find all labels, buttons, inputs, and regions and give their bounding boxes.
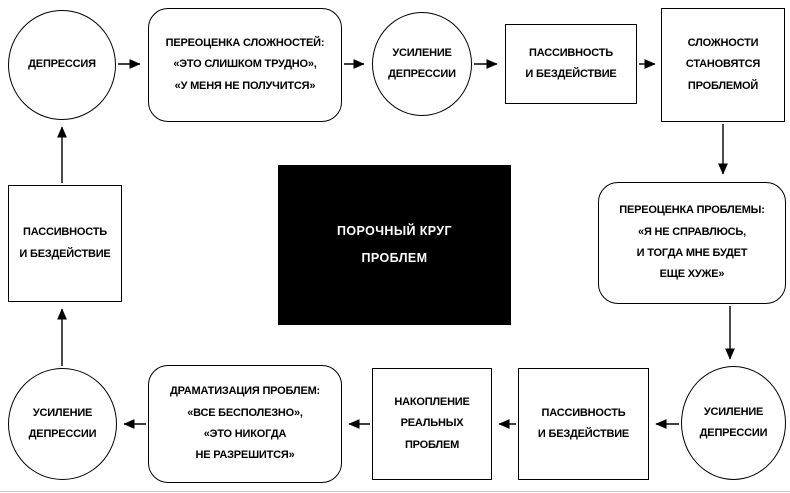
node-passivity-bottom: ПАССИВНОСТЬ И БЕЗДЕЙСТВИЕ — [518, 368, 649, 480]
node-depression-intensify-left: УСИЛЕНИЕ ДЕПРЕССИИ — [8, 368, 117, 480]
node-depression: ДЕПРЕССИЯ — [8, 10, 116, 120]
node-reassessment-of-difficulties: ПЕРЕОЦЕНКА СЛОЖНОСТЕЙ: «ЭТО СЛИШКОМ ТРУД… — [148, 8, 342, 122]
node-problem-reassessment: ПЕРЕОЦЕНКА ПРОБЛЕМЫ: «Я НЕ СПРАВЛЮСЬ, И … — [598, 182, 786, 304]
node-depression-intensify-top: УСИЛЕНИЕ ДЕПРЕССИИ — [372, 12, 472, 116]
page-edge-line — [0, 491, 790, 492]
center-title: ПОРОЧНЫЙ КРУГ ПРОБЛЕМ — [278, 165, 511, 325]
node-depression-intensify-right: УСИЛЕНИЕ ДЕПРЕССИИ — [681, 366, 786, 480]
node-real-problems-accumulation: НАКОПЛЕНИЕ РЕАЛЬНЫХ ПРОБЛЕМ — [372, 368, 492, 480]
node-difficulties-become-problem: СЛОЖНОСТИ СТАНОВЯТСЯ ПРОБЛЕМОЙ — [661, 8, 785, 122]
node-passivity-top: ПАССИВНОСТЬ И БЕЗДЕЙСТВИЕ — [505, 24, 637, 104]
node-problems-dramatization: ДРАМАТИЗАЦИЯ ПРОБЛЕМ: «ВСЕ БЕСПОЛЕЗНО», … — [148, 365, 342, 483]
node-passivity-left: ПАССИВНОСТЬ И БЕЗДЕЙСТВИЕ — [8, 185, 122, 302]
